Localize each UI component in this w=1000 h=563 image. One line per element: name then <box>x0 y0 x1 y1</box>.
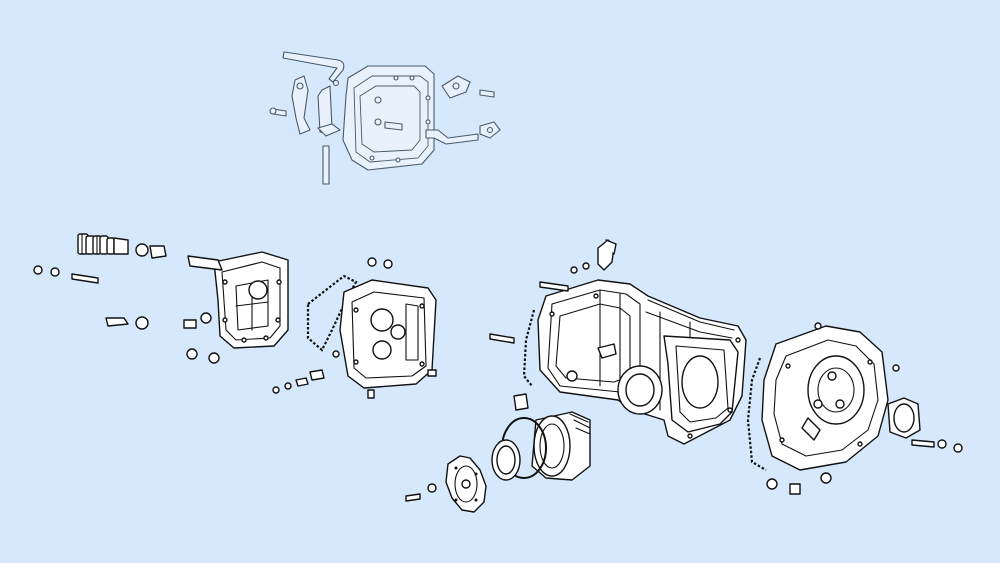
output-stub <box>187 255 223 271</box>
pin-small <box>332 350 340 358</box>
cover-gasket <box>306 274 358 352</box>
washer-7 <box>766 478 778 490</box>
detent-spring <box>295 377 309 387</box>
pump-bolt <box>405 493 421 502</box>
stud-bolt <box>71 273 99 284</box>
housing-bolt <box>384 121 403 131</box>
detent-ball <box>272 386 280 394</box>
nut-5 <box>953 443 963 453</box>
washer-3 <box>208 352 220 364</box>
main-gearbox-housing <box>489 239 747 445</box>
nut-2 <box>186 348 198 360</box>
synchro-gear-stack <box>77 233 129 255</box>
housing-gasket-left <box>522 309 536 387</box>
shift-bracket <box>597 239 615 271</box>
nut-7 <box>820 472 832 484</box>
housing-stud <box>489 333 515 344</box>
washer-4 <box>383 259 393 269</box>
intermediate-plate-group <box>272 257 437 399</box>
washer-2 <box>200 312 212 324</box>
shift-housing-group <box>269 51 501 185</box>
intermediate-plate <box>339 279 437 389</box>
nut-1 <box>33 265 43 275</box>
shift-fork <box>291 75 311 135</box>
rear-cover-group <box>33 233 289 364</box>
seal-ring <box>135 316 149 330</box>
rear-cover <box>213 251 289 349</box>
filler-plug <box>183 319 197 329</box>
bush-ring <box>135 243 149 257</box>
washer-5 <box>427 483 437 493</box>
washer-1 <box>50 267 60 277</box>
drain-plug <box>105 317 129 327</box>
bush <box>149 245 167 259</box>
rod-clip <box>332 79 340 87</box>
nut-4 <box>570 266 578 274</box>
bell-gasket <box>746 357 767 471</box>
housing-bush <box>513 393 529 411</box>
bolt-small <box>479 89 495 98</box>
oil-pump-group <box>405 411 591 513</box>
washer-6 <box>937 439 947 449</box>
housing-stud-2 <box>539 281 569 292</box>
shift-rod <box>282 51 345 83</box>
dowel <box>367 389 375 399</box>
nut-6 <box>789 483 801 495</box>
pin <box>322 145 330 185</box>
nut-3 <box>367 257 377 267</box>
bell-housing-group <box>746 322 963 495</box>
selector-lever <box>425 129 479 145</box>
dowel-pin <box>814 322 822 330</box>
